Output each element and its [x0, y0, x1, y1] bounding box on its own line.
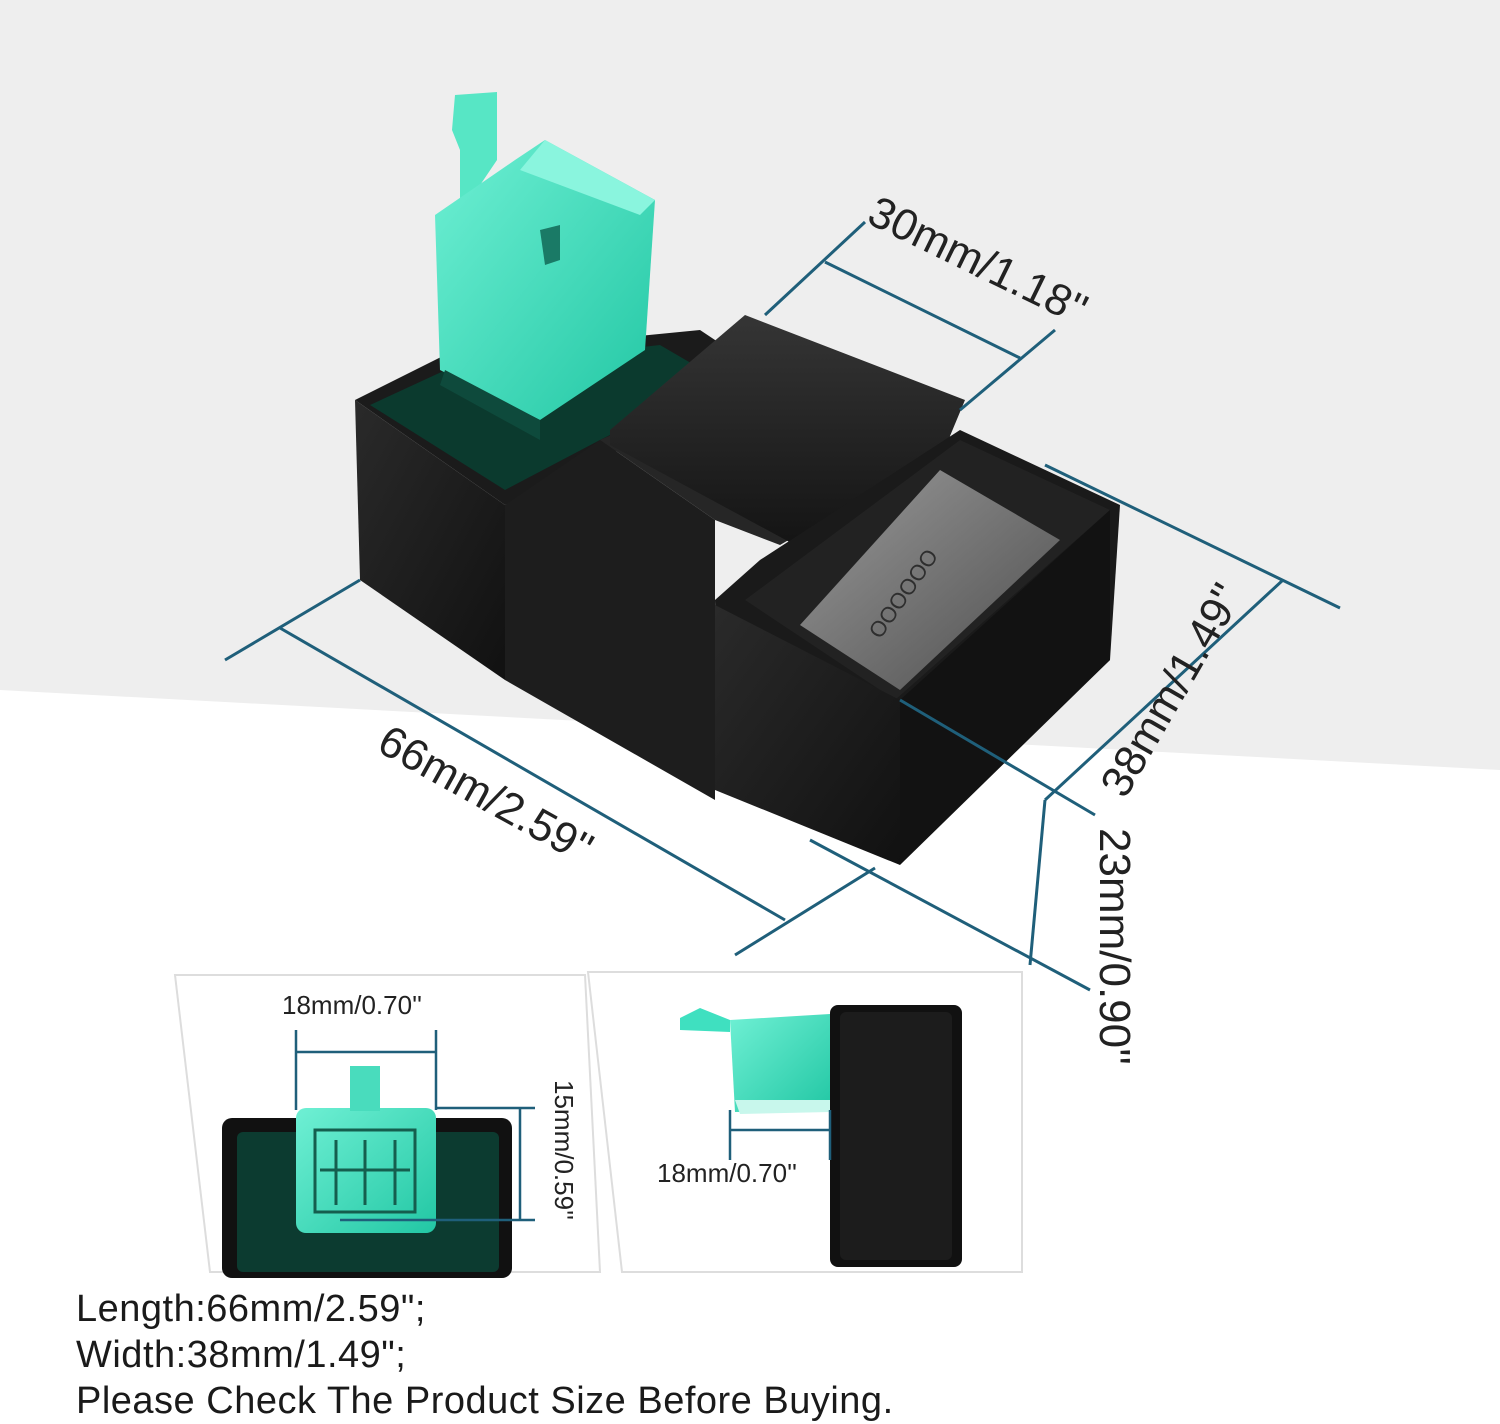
cdi-box-main-view: OOOOOO [355, 92, 1120, 865]
front-plug-height-label: 15mm/0.59'' [549, 1080, 579, 1220]
connector-plug [435, 92, 655, 440]
note-length: Length:66mm/2.59"; [76, 1288, 426, 1330]
note-width: Width:38mm/1.49"; [76, 1334, 407, 1376]
front-detail-inset [173, 974, 602, 1278]
note-check-size: Please Check The Product Size Before Buy… [76, 1380, 894, 1422]
side-plug-depth-label: 18mm/0.70'' [657, 1158, 797, 1188]
side-detail-inset [586, 971, 1023, 1273]
front-plug-width-label: 18mm/0.70'' [282, 990, 422, 1020]
dimension-lines [224, 220, 1341, 992]
height-dimension-label: 23mm/0.90'' [1090, 828, 1139, 1065]
